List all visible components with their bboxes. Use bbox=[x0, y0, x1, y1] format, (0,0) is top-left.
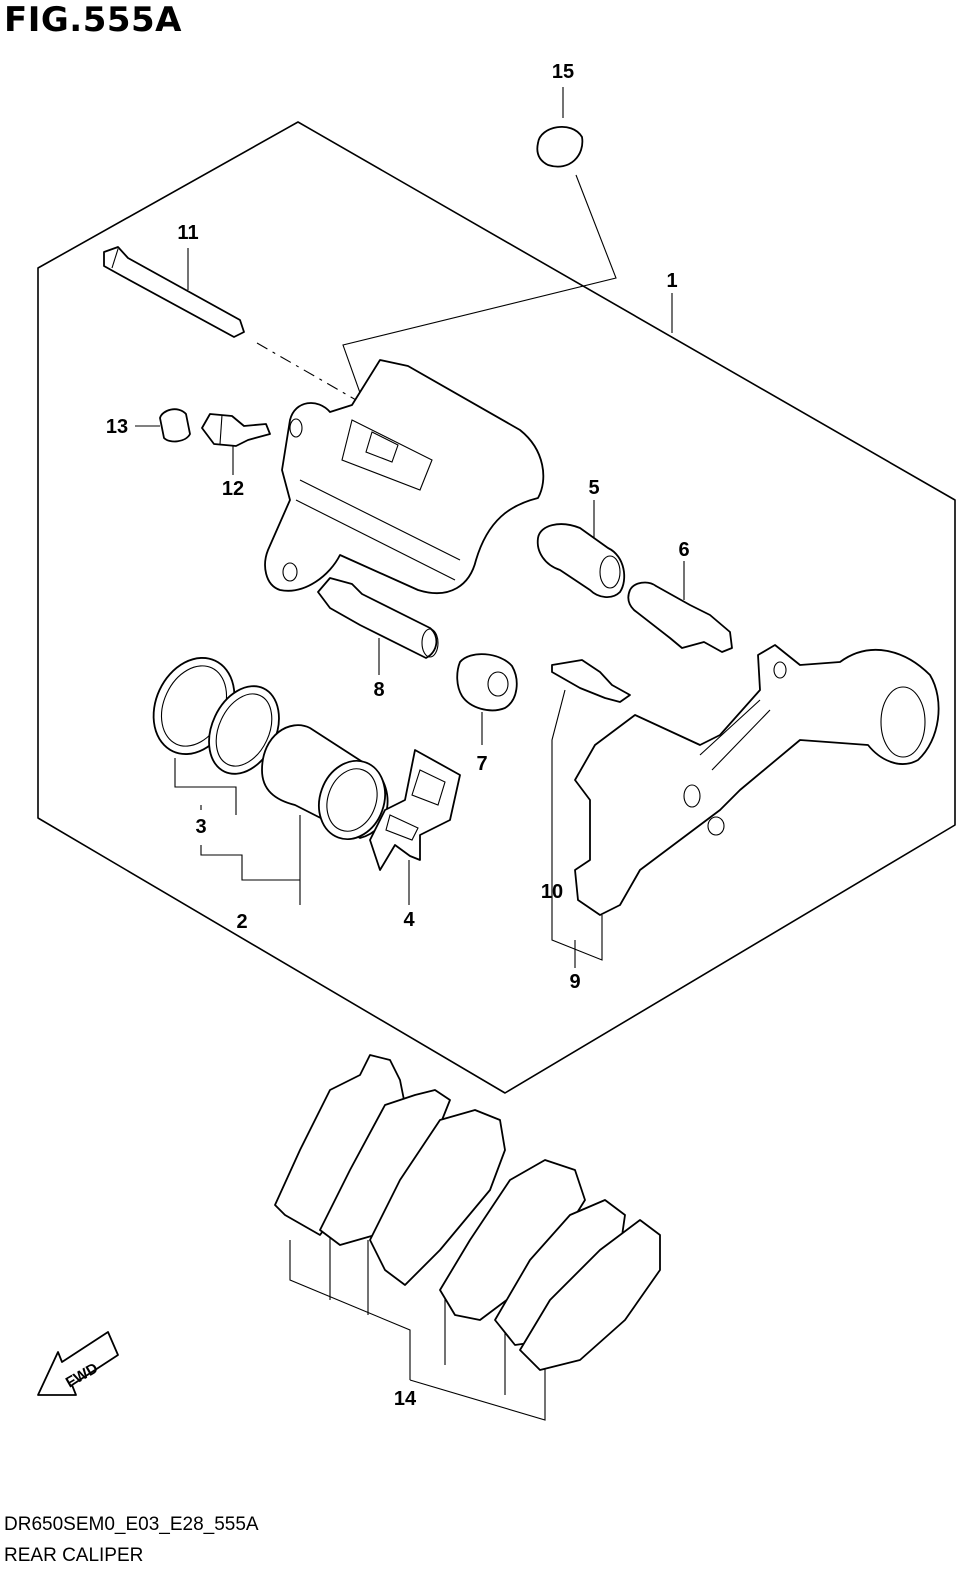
leader-lines bbox=[135, 87, 685, 1421]
callout-8: 8 bbox=[373, 679, 384, 701]
bleeder-cap-15 bbox=[536, 126, 584, 168]
boot-7 bbox=[456, 653, 518, 712]
bracket-9 bbox=[574, 644, 940, 916]
callout-1: 1 bbox=[666, 270, 677, 292]
diagram-name: REAR CALIPER bbox=[4, 1545, 144, 1566]
callout-labels: 15 11 1 13 12 5 6 8 7 3 10 2 4 9 14 bbox=[106, 61, 690, 1410]
callout-6: 6 bbox=[678, 539, 689, 561]
cap-13 bbox=[159, 408, 191, 443]
bolt-5 bbox=[536, 523, 626, 598]
callout-15: 15 bbox=[552, 61, 574, 83]
callout-4: 4 bbox=[403, 909, 415, 931]
bleeder-valve-12 bbox=[201, 413, 271, 447]
pin-6 bbox=[627, 581, 733, 653]
callout-10: 10 bbox=[541, 881, 563, 903]
callout-3: 3 bbox=[195, 816, 206, 838]
diagram-code: DR650SEM0_E03_E28_555A bbox=[4, 1514, 259, 1535]
assembly-outline bbox=[37, 121, 956, 1094]
brake-pads-14 bbox=[274, 1054, 661, 1371]
callout-2: 2 bbox=[236, 911, 247, 933]
pad-spring-4 bbox=[369, 749, 461, 871]
callout-11: 11 bbox=[177, 222, 198, 244]
callout-14: 14 bbox=[394, 1388, 417, 1410]
caliper-body-1 bbox=[264, 359, 545, 595]
callout-7: 7 bbox=[476, 753, 487, 775]
retainer-10 bbox=[551, 659, 631, 703]
figure-title: FIG.555A bbox=[4, 0, 182, 40]
fwd-arrow-icon: FWD bbox=[37, 1331, 119, 1396]
callout-12: 12 bbox=[222, 478, 244, 500]
piston-2 bbox=[261, 724, 389, 841]
pin-axis-line bbox=[256, 342, 371, 409]
slide-pin-11 bbox=[103, 246, 245, 338]
seals-3 bbox=[152, 657, 280, 775]
sleeve-8 bbox=[317, 577, 439, 659]
callout-13: 13 bbox=[106, 416, 128, 438]
callout-5: 5 bbox=[588, 477, 599, 499]
callout-9: 9 bbox=[569, 971, 580, 993]
